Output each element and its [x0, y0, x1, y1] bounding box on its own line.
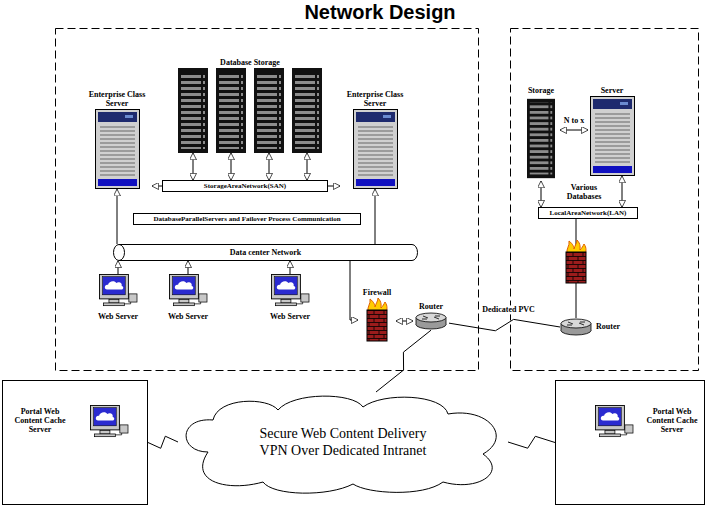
annotation-label: Various Databases: [559, 183, 609, 201]
node-label: Enterprise Class Server: [82, 90, 152, 108]
connector: [449, 319, 560, 330]
device-node: Router: [413, 302, 449, 330]
connector: [350, 261, 358, 320]
connector: [375, 189, 376, 244]
label-holder: Portal Web Content Cache Server: [9, 407, 71, 435]
device-node: Storage: [522, 86, 560, 181]
pc-icon: [270, 274, 310, 312]
device-node: Database Storage: [175, 58, 325, 153]
node-label: VPN Over Dedicated Intranet: [260, 442, 427, 460]
connector: [148, 436, 178, 448]
pc-icon: [89, 405, 129, 443]
device-node: Enterprise Class Server: [340, 90, 410, 189]
connector: [117, 189, 118, 244]
server-icon: [95, 109, 140, 189]
node-label: Portal Web Content Cache Server: [9, 407, 71, 435]
node-label: Portal Web Content Cache Server: [642, 407, 702, 435]
device-node: Web Server: [93, 274, 143, 321]
node-label: Database Storage: [220, 58, 280, 67]
network-band: LocalAreaNetwork(LAN): [538, 207, 638, 219]
connector: [269, 153, 270, 180]
node-label: LocalAreaNetwork(LAN): [544, 209, 632, 217]
node-label: Web Server: [98, 312, 138, 321]
device-node: Firewall: [358, 288, 396, 342]
node-label: Enterprise Class Server: [340, 90, 410, 108]
connector: [290, 261, 291, 274]
label-holder: Portal Web Content Cache Server: [642, 407, 702, 435]
data-center-region: [56, 29, 479, 371]
connector: [152, 186, 162, 187]
pc-icon: [98, 274, 138, 312]
connector: [508, 436, 555, 448]
router-icon: [415, 312, 447, 330]
server-icon: [353, 109, 398, 189]
connector: [328, 186, 340, 187]
node-label: Router: [419, 302, 443, 311]
network-band: DatabaseParallelServers and Failover Pro…: [133, 213, 361, 225]
connector: [188, 261, 189, 274]
cloud-outline: [178, 392, 508, 492]
device-node: Web Server: [163, 274, 213, 321]
connector: [193, 153, 194, 180]
router-icon: [560, 318, 592, 336]
remote-site-region: [511, 29, 699, 371]
network-band: StorageAreaNetwork(SAN): [162, 180, 328, 192]
pc-icon: [168, 274, 208, 312]
node-label: Server: [601, 86, 624, 95]
connector: [307, 153, 308, 180]
connector-label: N to x: [563, 116, 585, 125]
node-label: Router: [596, 322, 620, 331]
server-icon: [590, 96, 635, 176]
device-node: Enterprise Class Server: [82, 90, 152, 189]
fw-icon: [366, 298, 388, 342]
node-label: Secure Web Content Delivery: [260, 425, 427, 443]
network-bus: Data center Network: [113, 244, 418, 261]
cache-server-box: Portal Web Content Cache Server: [555, 380, 705, 505]
connector: [541, 181, 542, 207]
node-label: DatabaseParallelServers and Failover Pro…: [139, 215, 355, 223]
firewall-symbol: [566, 240, 586, 283]
node-label: Storage: [528, 86, 554, 95]
connector: [560, 130, 588, 131]
device-node: Web Server: [265, 274, 315, 321]
connector: [622, 176, 623, 207]
pc-icon: [594, 405, 634, 443]
cache-server-box: Portal Web Content Cache Server: [2, 380, 148, 505]
connector: [396, 321, 413, 322]
node-label: StorageAreaNetwork(SAN): [168, 182, 322, 190]
racks-icon: [175, 68, 325, 153]
vpn-cloud: Secure Web Content DeliveryVPN Over Dedi…: [178, 392, 508, 492]
node-label: Web Server: [168, 312, 208, 321]
connector: [231, 153, 232, 180]
node-label: Firewall: [363, 288, 391, 297]
device-node: Router: [560, 318, 620, 336]
connector-label: Dedicated PVC: [481, 305, 536, 314]
node-label: Web Server: [270, 312, 310, 321]
rack-icon: [527, 96, 555, 181]
node-label: Data center Network: [230, 248, 301, 257]
diagram-title: Network Design: [240, 0, 520, 24]
device-node: Server: [588, 86, 636, 176]
connector: [118, 261, 119, 274]
